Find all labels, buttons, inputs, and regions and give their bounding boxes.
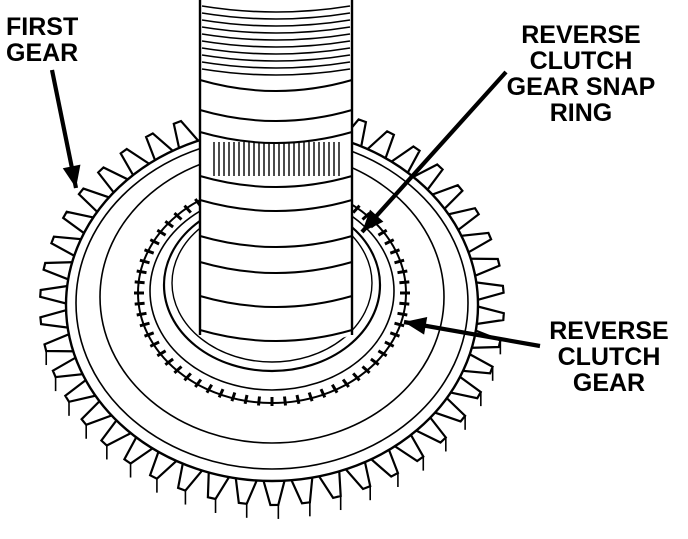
snap-ring-label-line-4: RING: [549, 99, 613, 127]
reverse-clutch-gear-label-line-1: REVERSE: [549, 317, 669, 345]
reverse-clutch-gear-arrow-shaft: [403, 319, 541, 349]
shaft-step-6: [199, 261, 353, 274]
snap-ring-label-line-1: REVERSE: [521, 21, 641, 49]
reverse-clutch-gear-label-line-2: CLUTCH: [557, 343, 661, 371]
shaft-step-8: [199, 329, 353, 342]
reverse-clutch-gear-label-line-3: GEAR: [572, 369, 646, 397]
reverse-clutch-gear-label: REVERSE CLUTCH GEAR: [544, 318, 674, 396]
shaft-step-1: [199, 109, 353, 122]
shaft-top-splines: [201, 5, 351, 76]
shaft-step-2: [199, 131, 353, 144]
callout-arrows: [49, 69, 541, 349]
shaft-fill: [200, 0, 352, 348]
snap-ring-arrow-shaft: [360, 70, 508, 234]
snap-ring-label: REVERSE CLUTCH GEAR SNAP RING: [506, 22, 656, 126]
reverse-clutch-gear-arrow-head: [404, 316, 428, 335]
first-gear-label-line-1: FIRST: [6, 13, 79, 41]
first-gear-label: FIRST GEAR: [6, 14, 78, 66]
shaft-step-5: [199, 235, 353, 248]
shaft-step-3: [199, 175, 353, 188]
snap-ring-arrow-head: [362, 209, 384, 232]
output-shaft: [198, 0, 354, 348]
snap-ring-label-line-3: GEAR SNAP: [506, 73, 656, 101]
snap-ring-label-line-2: CLUTCH: [529, 47, 633, 75]
shaft-step-7: [199, 295, 353, 308]
first-gear-label-line-2: GEAR: [6, 39, 79, 67]
shaft-step-0: [199, 79, 353, 92]
shaft-spline-band: [213, 142, 340, 176]
shaft-step-4: [199, 199, 353, 212]
first-gear-arrow-head: [62, 164, 81, 188]
